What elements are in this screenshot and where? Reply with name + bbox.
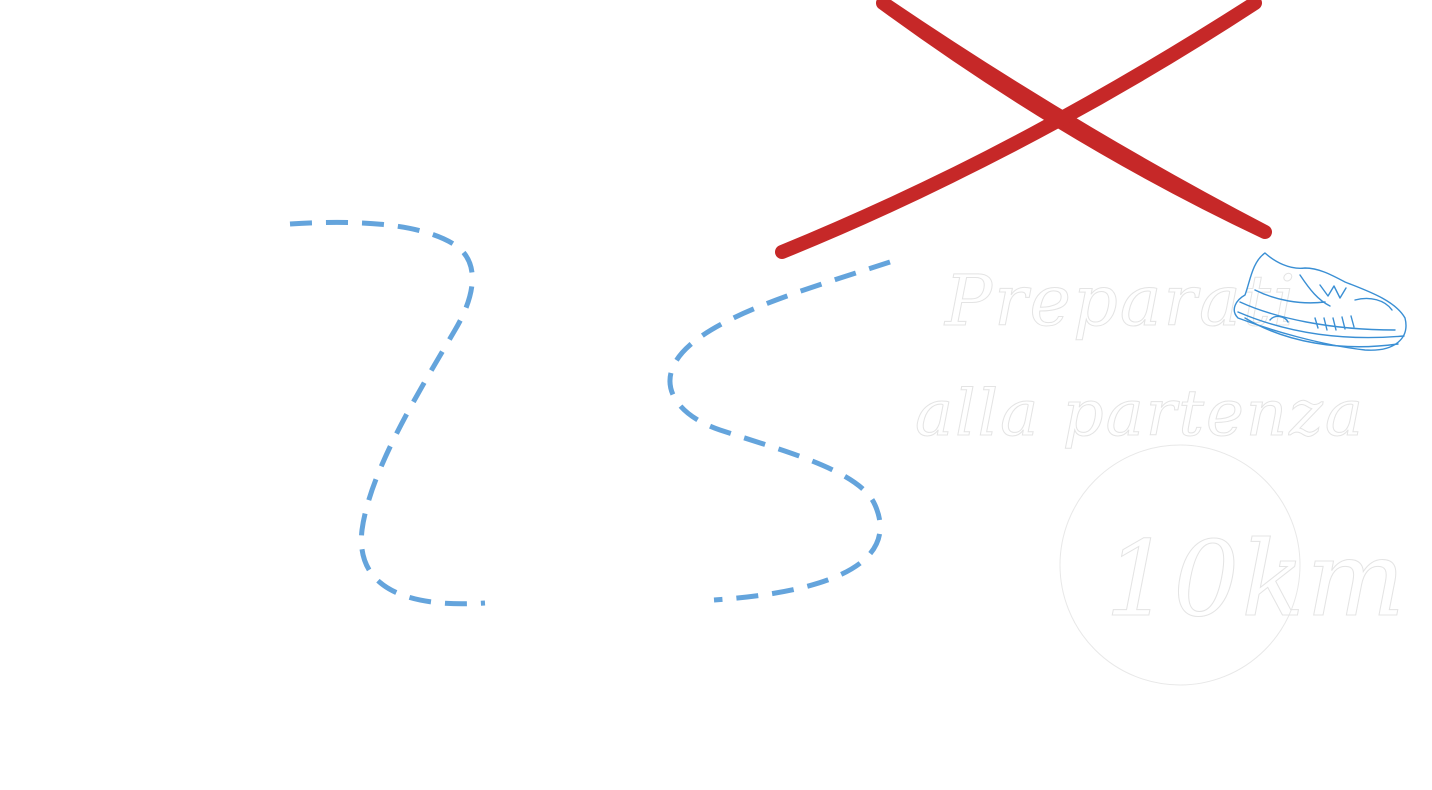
red-cross-icon (775, 0, 1272, 259)
route-path-right (667, 259, 891, 603)
distance-badge-label: 10km (1105, 518, 1407, 640)
headline-line-2: alla partenza (915, 377, 1365, 451)
distance-badge-ring (1059, 444, 1301, 686)
headline-line-1: Preparati (943, 260, 1297, 342)
cross-stroke-a (876, 0, 1272, 239)
cross-stroke-b (775, 0, 1262, 259)
running-shoe-icon (1233, 252, 1407, 351)
route-path-left (289, 219, 486, 607)
distance-badge: 10km (1059, 444, 1407, 686)
